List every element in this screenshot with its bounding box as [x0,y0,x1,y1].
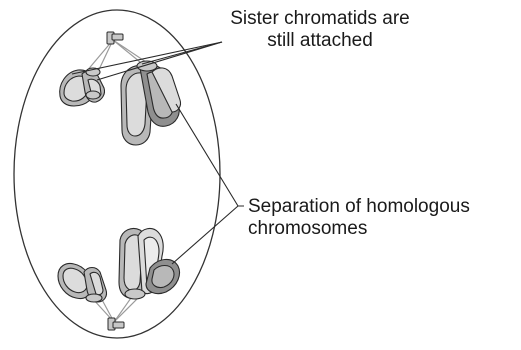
sister-chromatids-label-line2: still attached [200,30,440,52]
chromosome-pair-bottom-large [119,228,180,299]
pointer-lines-homologous-separation [172,104,244,264]
sister-chromatids-label-line1: Sister chromatids are [200,8,440,30]
homologous-separation-label-line1: Separation of homologous [248,196,470,218]
sister-chromatids-label: Sister chromatids are still attached [200,8,440,52]
chromosome-pair-top-large [121,61,181,145]
chromosome-pair-bottom-small [58,264,107,303]
cell-membrane [14,10,220,338]
homologous-separation-label-line2: chromosomes [248,218,470,240]
chromosome-pair-top-small [60,68,105,106]
homologous-separation-label: Separation of homologous chromosomes [248,196,470,240]
